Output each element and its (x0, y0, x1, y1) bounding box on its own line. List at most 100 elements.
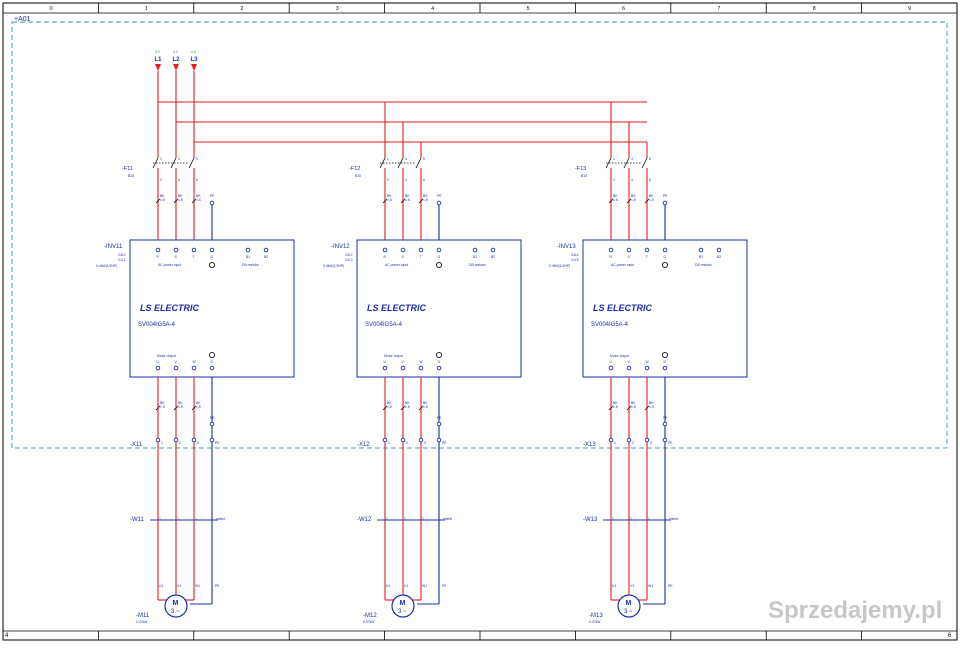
wire-color: BK (196, 401, 201, 405)
terminal-block-tag: -X11 (130, 442, 143, 448)
inverter-model: SV004IG5A-4 (138, 322, 176, 328)
motor-terminal: W1 (648, 584, 653, 588)
motor-terminal: W1 (422, 584, 427, 588)
pe-mark: PE (663, 416, 668, 420)
inverter-ref: /14.5 (571, 258, 579, 262)
terminal-block-pe (209, 437, 215, 443)
db-terminal-label: B2 (491, 255, 495, 259)
terminal-block-pe-label: PE (215, 441, 220, 445)
column-number: 1 (145, 6, 148, 12)
input-terminal (155, 247, 161, 253)
inverter-model: SV004IG5A-4 (591, 322, 629, 328)
phase-ref: 4.2 (173, 50, 178, 54)
motor-pe-terminal: PE (442, 584, 447, 588)
db-terminal (245, 247, 251, 253)
terminal-block-point (191, 437, 197, 443)
wire-mark (155, 405, 161, 411)
motor-terminal: U1 (386, 584, 390, 588)
input-terminal (191, 247, 197, 253)
db-terminal (698, 247, 704, 253)
inverter-power: 0.4kW(1/2HP) (549, 264, 570, 268)
terminal-block-point (644, 437, 650, 443)
cable-shield: shield (443, 517, 452, 521)
db-caption: DB resistor (695, 263, 713, 267)
terminal-block-number: 3 (424, 441, 426, 445)
inverter-tag: -INV13 (557, 244, 576, 250)
wire-mark (608, 405, 614, 411)
input-terminal (626, 247, 632, 253)
inverter-power: 0.4kW(1/2HP) (96, 264, 117, 268)
breaker-terminal-out: 2 (613, 178, 615, 182)
breaker-terminal-out: 2 (160, 178, 162, 182)
breaker-terminal-out: 6 (196, 178, 198, 182)
motor-phase: 3 ~ (398, 609, 407, 615)
breaker-contact (170, 157, 177, 169)
pe-mark: PE (437, 416, 442, 420)
input-terminal (382, 247, 388, 253)
db-caption: DB resistor (242, 263, 260, 267)
brand-logo: LS ELECTRIC (140, 303, 200, 313)
wire-color: BK (613, 194, 618, 198)
output-terminal-label: G (438, 360, 441, 364)
output-terminal-label: V (402, 360, 405, 364)
output-terminal-label: G (664, 360, 667, 364)
output-terminal (626, 365, 632, 371)
motor-pe-terminal: PE (668, 584, 673, 588)
wire-size: 1,5 (423, 198, 428, 202)
wire-mark (173, 198, 179, 204)
terminal-block-pe-label: PE (442, 441, 447, 445)
motor-letter: M (173, 600, 179, 607)
inverter-ref: /18.2 (345, 253, 353, 257)
input-terminal-label: T (420, 255, 422, 259)
wire-mark (644, 405, 650, 411)
output-terminal-label: G (211, 360, 214, 364)
phase-arrow (173, 64, 179, 71)
terminal-block-number: 3 (197, 441, 199, 445)
wire-color: BK (160, 401, 165, 405)
breaker-tag: -F11 (122, 166, 133, 172)
motor-symbol (617, 594, 641, 618)
output-caption: Motor output (384, 354, 403, 358)
wire-mark (191, 198, 197, 204)
drive-group-1: 12BK1,534BK1,556BK1,5-F11B10PE-INV11/18.… (96, 71, 295, 624)
motor-power: 0,37kW (363, 620, 375, 624)
terminal-block-point (418, 437, 424, 443)
wire-mark (173, 405, 179, 411)
breaker-terminal-in: 5 (649, 157, 651, 161)
input-terminal-label: T (193, 255, 195, 259)
wire-color: BK (631, 401, 636, 405)
enclosure-boundary (11, 21, 948, 449)
input-terminal-label: S (175, 255, 178, 259)
ground-symbol (208, 351, 215, 358)
output-terminal (209, 365, 215, 371)
cable-core: 1 (612, 517, 614, 521)
wire-size: 1,5 (631, 405, 636, 409)
inverter-power: 0.4kW(1/2HP) (323, 264, 344, 268)
db-terminal (472, 247, 478, 253)
motor-tag: -M13 (589, 613, 603, 619)
output-terminal-label: V (628, 360, 631, 364)
wire-size: 1,5 (196, 198, 201, 202)
breaker-rating: B10 (128, 174, 134, 178)
column-number: 9 (908, 6, 911, 12)
input-terminal (400, 247, 406, 253)
output-terminal (662, 365, 668, 371)
pe-mark: PE (437, 194, 442, 198)
output-terminal (382, 365, 388, 371)
wire-color: BK (160, 194, 165, 198)
terminal-block-point (382, 437, 388, 443)
cable-shield: shield (669, 517, 678, 521)
db-terminal (716, 247, 722, 253)
column-number: 5 (527, 6, 530, 12)
watermark: Sprzedajemy.pl (768, 597, 942, 624)
enclosure-tag: +A01 (14, 16, 31, 23)
input-terminal (644, 247, 650, 253)
motor-terminal: V1 (177, 584, 181, 588)
output-caption: Motor output (157, 354, 176, 358)
breaker-terminal-in: 3 (178, 157, 180, 161)
phase-ref: 4.2 (191, 50, 196, 54)
input-terminal (436, 247, 442, 253)
wire-mark (626, 405, 632, 411)
